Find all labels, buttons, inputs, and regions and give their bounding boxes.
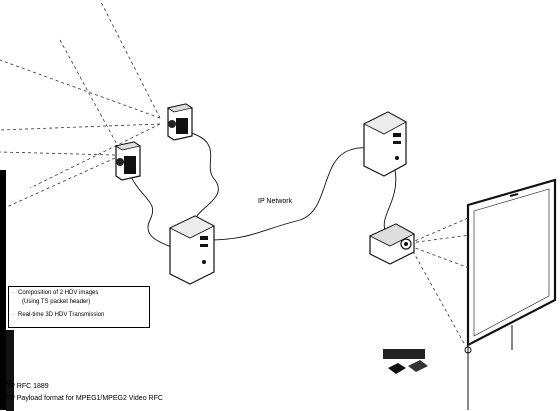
camera-icon — [116, 142, 140, 180]
projection-screen — [465, 180, 555, 410]
left-edge-bar — [0, 170, 6, 410]
protocol-line: TP RFC 1889 — [6, 383, 49, 390]
camera-view-lines — [0, 0, 160, 210]
3d-glasses-icon — [383, 349, 428, 374]
server-icon — [364, 112, 406, 176]
feature-item: ·Composition of 2 HDV images — [12, 290, 98, 296]
server-icon — [170, 216, 214, 284]
network-cables — [128, 130, 396, 250]
protocol-line: TP Payload format for MPEG1/MPEG2 Video … — [6, 395, 163, 402]
feature-item: ·Real-time 3D HDV Transmission — [12, 312, 104, 318]
ip-network-label: IP Network — [258, 198, 292, 205]
feature-item: (Using TS packet header) — [22, 299, 90, 305]
projector-icon — [370, 224, 414, 264]
camera-icon — [168, 104, 192, 140]
